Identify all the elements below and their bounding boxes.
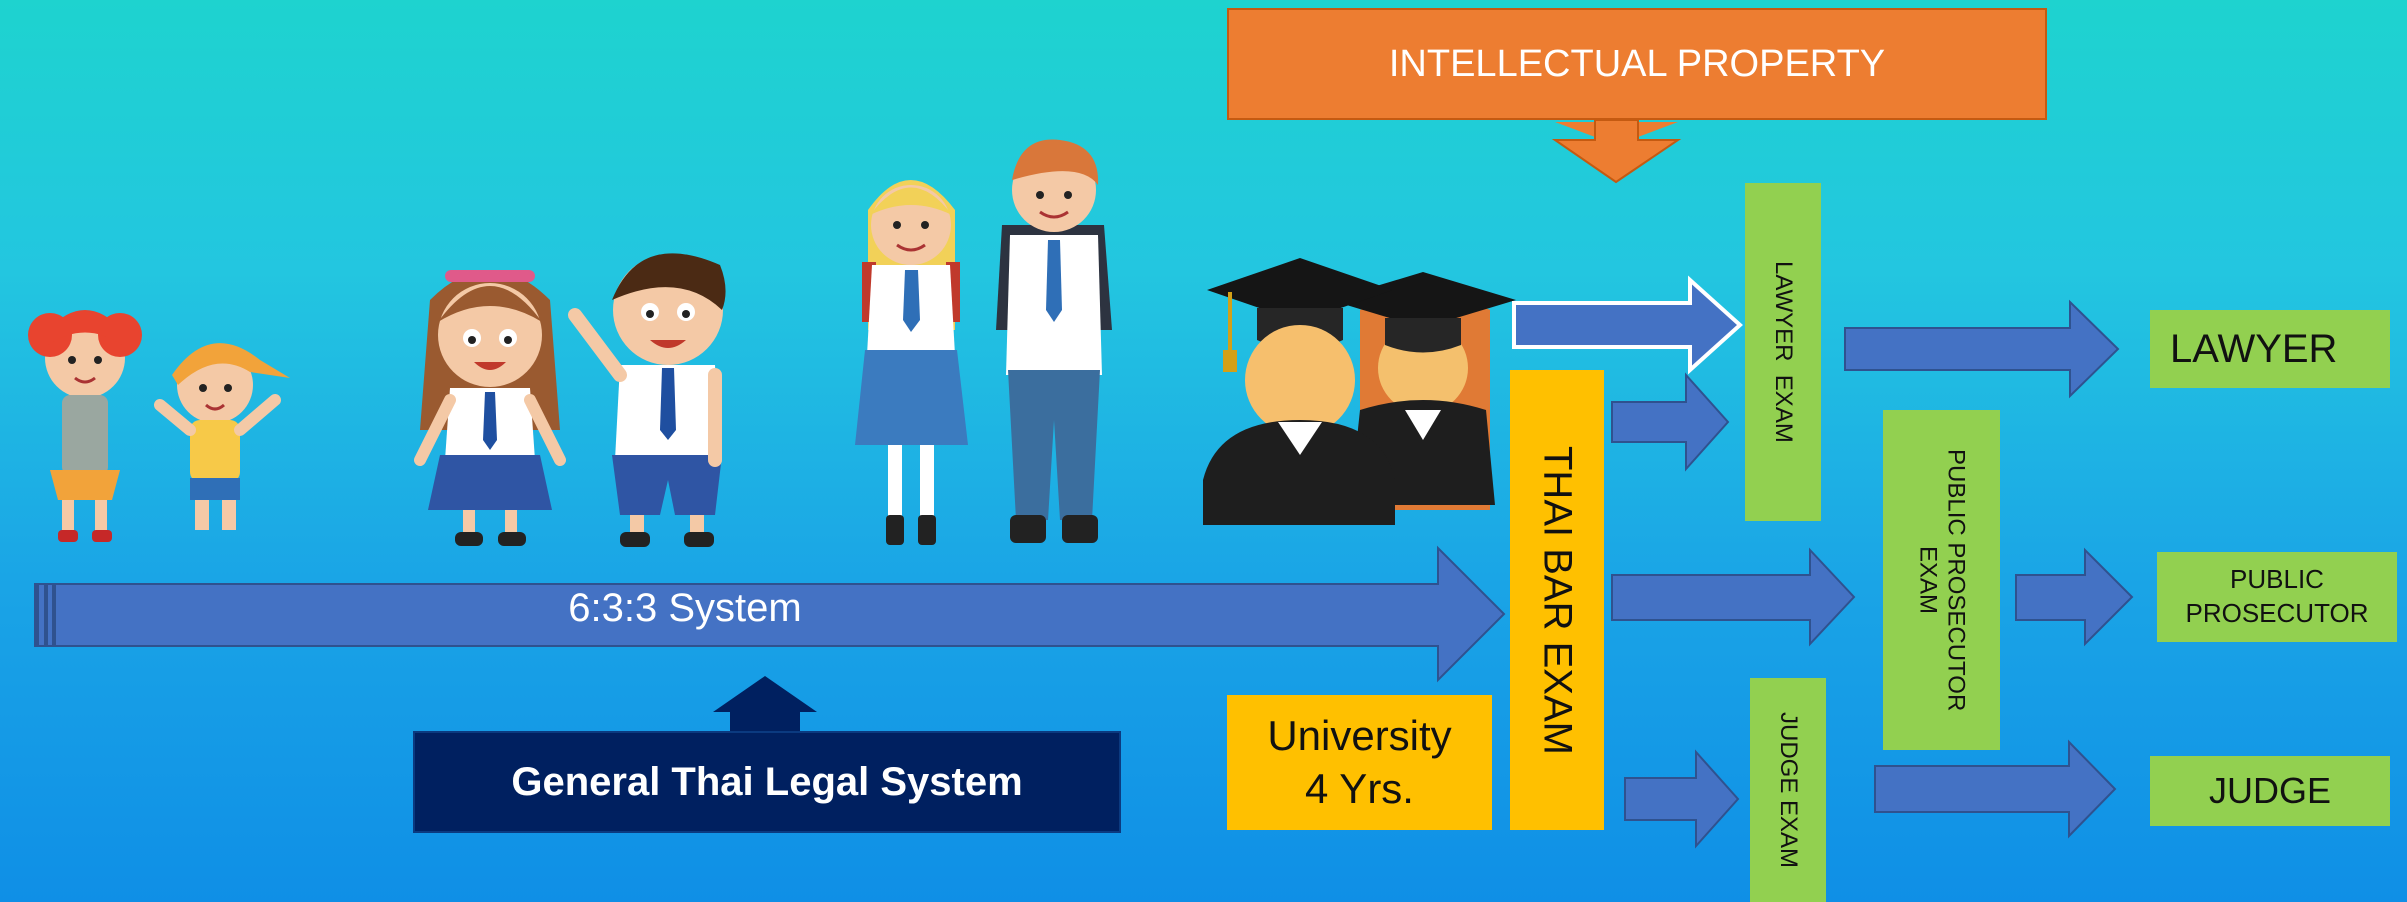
public-prosecutor-exam-label: PUBLIC PROSECUTOR EXAM <box>1914 448 1970 712</box>
lawyer-exam-label: LAWYER EXAM <box>1770 261 1797 443</box>
judge-career-box: JUDGE <box>2150 756 2390 826</box>
judge-career-label: JUDGE <box>2208 770 2331 811</box>
lawyer-exam-to-lawyer-arrow <box>1844 299 2120 399</box>
bar-to-prosecutor-exam-arrow <box>1611 547 1856 647</box>
public-prosecutor-exam-box: PUBLIC PROSECUTOR EXAM <box>1883 410 2000 750</box>
thai-bar-exam-box: THAI BAR EXAM <box>1510 370 1604 830</box>
toddlers-illustration <box>28 310 290 542</box>
bar-to-lawyer-exam-arrow <box>1611 372 1730 472</box>
judge-exam-box: JUDGE EXAM <box>1750 678 1826 902</box>
university-label: University <box>1267 712 1452 759</box>
public-prosecutor-career-box: PUBLIC PROSECUTOR <box>2157 552 2397 642</box>
general-thai-legal-system-box: General Thai Legal System <box>413 731 1121 833</box>
intellectual-property-label: INTELLECTUAL PROPERTY <box>1388 42 1886 85</box>
system-arrow-stripe-2 <box>44 584 48 646</box>
system-label: 6:3:3 System <box>568 585 802 630</box>
university-duration: 4 Yrs. <box>1305 764 1414 812</box>
primary-students-illustration <box>414 253 726 547</box>
thai-bar-exam-label: THAI BAR EXAM <box>1535 445 1580 755</box>
lawyer-career-box: LAWYER <box>2150 310 2390 388</box>
judge-exam-to-judge-arrow <box>1874 739 2117 839</box>
prosecutor-exam-to-prosecutor-arrow <box>2015 547 2134 647</box>
judge-exam-label: JUDGE EXAM <box>1775 711 1802 869</box>
university-box: University 4 Yrs. <box>1227 695 1492 830</box>
public-prosecutor-line2: PROSECUTOR <box>2185 598 2369 628</box>
system-arrow-label: 6:3:3 System <box>540 578 830 638</box>
public-prosecutor-line1: PUBLIC <box>2230 564 2324 595</box>
secondary-students-illustration <box>855 139 1112 545</box>
lawyer-exam-box: LAWYER EXAM <box>1745 183 1821 521</box>
graduates-to-lawyer-exam-arrow <box>1512 275 1743 375</box>
bar-to-judge-exam-arrow <box>1624 749 1740 849</box>
system-arrow-stripe-3 <box>52 584 56 646</box>
graduates-icon <box>1203 258 1516 525</box>
intellectual-property-arrow <box>1551 119 1682 184</box>
general-thai-legal-system-label: General Thai Legal System <box>511 759 1023 804</box>
intellectual-property-box: INTELLECTUAL PROPERTY <box>1227 8 2047 120</box>
system-arrow-shape <box>34 545 1506 683</box>
lawyer-career-label: LAWYER <box>2170 326 2338 371</box>
system-arrow-stripe-1 <box>35 584 39 646</box>
general-up-arrow <box>713 676 817 731</box>
